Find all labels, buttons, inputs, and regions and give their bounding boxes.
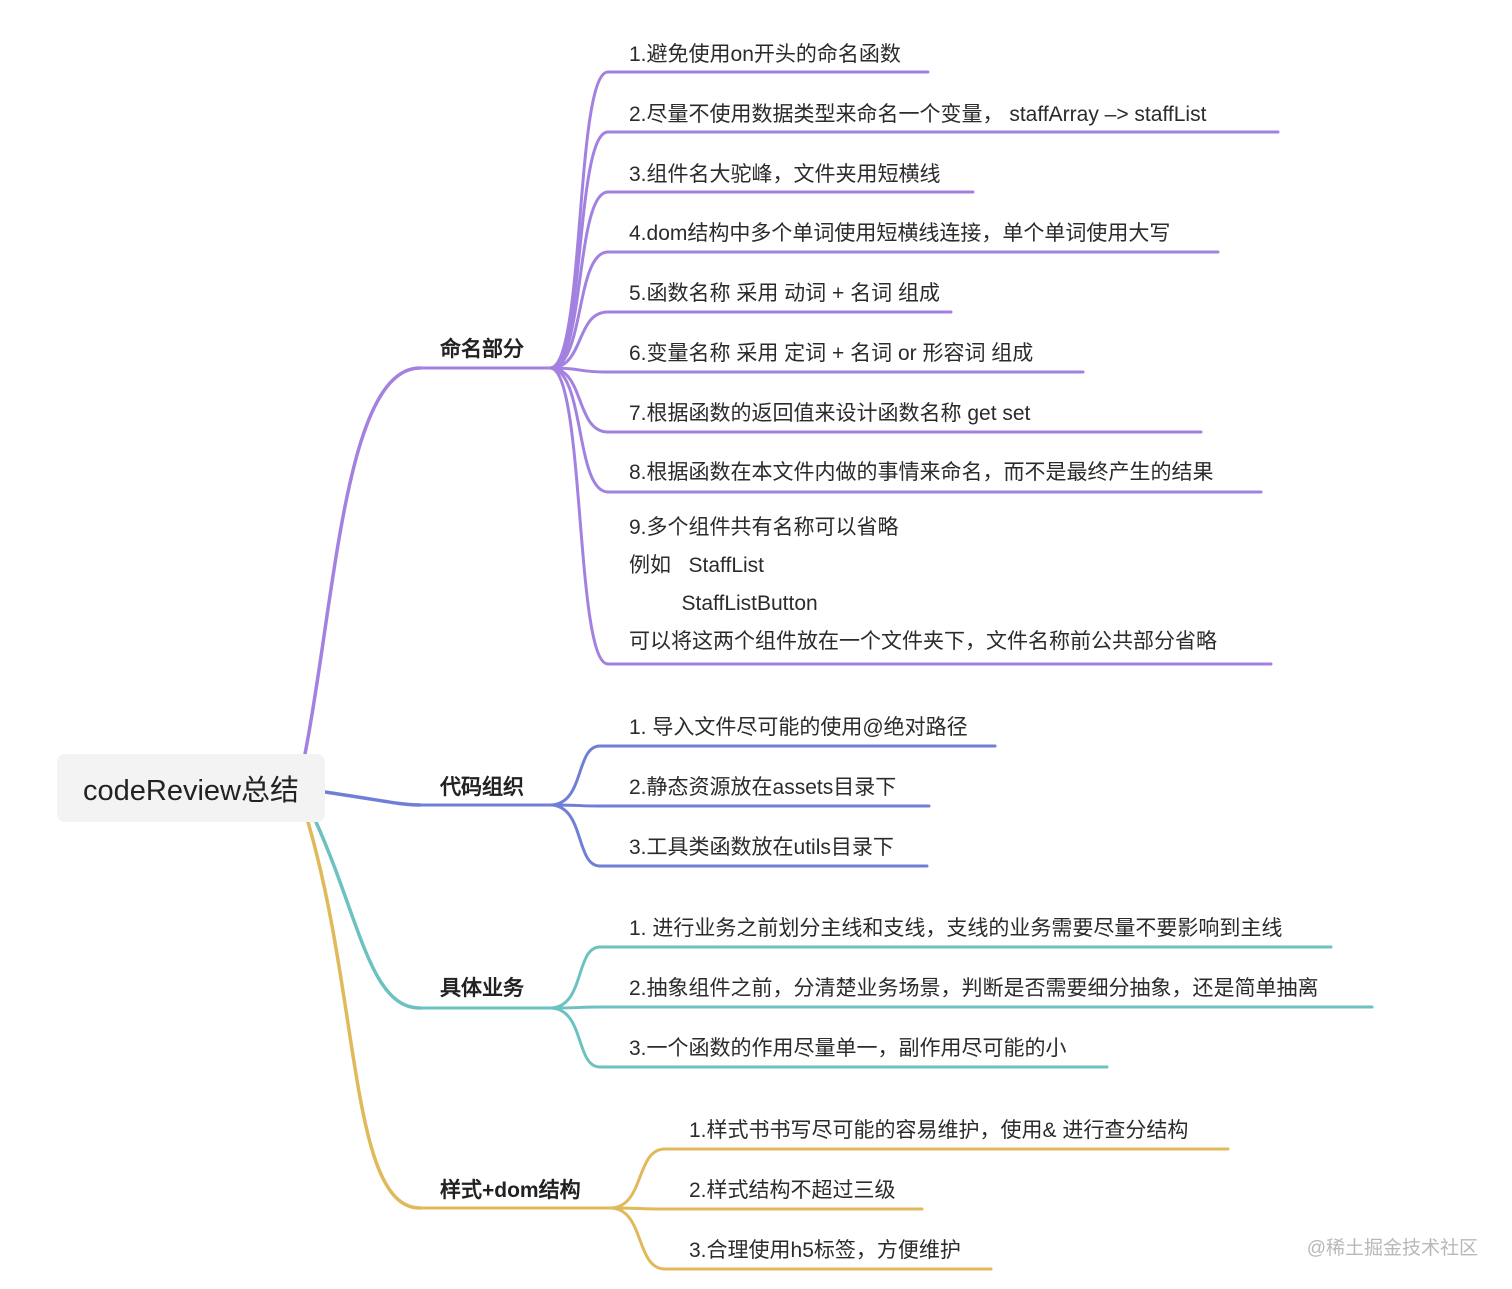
connector-root-business: [314, 820, 422, 1010]
leaf-naming-3[interactable]: 3.组件名大驼峰，文件夹用短横线: [629, 163, 941, 186]
connector-code-org-1: [548, 744, 602, 807]
leaf-code-org-2[interactable]: 2.静态资源放在assets目录下: [629, 776, 897, 799]
leaf-naming-1[interactable]: 1.避免使用on开头的命名函数: [629, 43, 901, 66]
watermark: @稀土掘金技术社区: [1306, 1238, 1478, 1259]
connector-style-dom-1: [608, 1147, 667, 1210]
leaf-business-3[interactable]: 3.一个函数的作用尽量单一，副作用尽可能的小: [629, 1037, 1067, 1060]
leaf-naming-5[interactable]: 5.函数名称 采用 动词 + 名词 组成: [629, 282, 940, 305]
leaf-naming-4[interactable]: 4.dom结构中多个单词使用短横线连接，单个单词使用大写: [629, 222, 1171, 245]
leaf-naming-9[interactable]: 9.多个组件共有名称可以省略 例如 StaffList StaffListBut…: [629, 509, 1217, 661]
connector-naming-2: [548, 130, 610, 370]
leaf-naming-7[interactable]: 7.根据函数的返回值来设计函数名称 get set: [629, 402, 1031, 425]
leaf-code-org-1[interactable]: 1. 导入文件尽可能的使用@绝对路径: [629, 716, 968, 739]
connector-naming-3: [548, 190, 610, 370]
leaf-naming-2[interactable]: 2.尽量不使用数据类型来命名一个变量， staffArray –> staffL…: [629, 103, 1207, 126]
connector-naming-8: [548, 366, 610, 494]
branch-code-org-label[interactable]: 代码组织: [440, 776, 524, 799]
leaf-naming-9-line-2: 例如 StaffList: [629, 554, 764, 577]
root-node-label: codeReview总结: [83, 775, 299, 807]
branch-style-dom-label[interactable]: 样式+dom结构: [440, 1179, 581, 1202]
leaf-naming-9-line-4: 可以将这两个组件放在一个文件夹下，文件名称前公共部分省略: [629, 630, 1217, 653]
connector-business-3: [548, 1006, 602, 1069]
root-node[interactable]: codeReview总结: [57, 754, 325, 822]
leaf-style-dom-1[interactable]: 1.样式书书写尽可能的容易维护，使用& 进行查分结构: [689, 1119, 1189, 1142]
connector-root-naming: [303, 366, 422, 756]
branch-business-label[interactable]: 具体业务: [440, 977, 524, 1000]
leaf-naming-8[interactable]: 8.根据函数在本文件内做的事情来命名，而不是最终产生的结果: [629, 461, 1214, 484]
connector-naming-5: [548, 310, 610, 370]
leaf-naming-9-line-1: 9.多个组件共有名称可以省略: [629, 516, 899, 539]
leaf-business-1[interactable]: 1. 进行业务之前划分主线和支线，支线的业务需要尽量不要影响到主线: [629, 917, 1283, 940]
leaf-style-dom-3[interactable]: 3.合理使用h5标签，方便维护: [689, 1239, 961, 1262]
leaf-style-dom-2[interactable]: 2.样式结构不超过三级: [689, 1179, 896, 1202]
connector-naming-1: [548, 70, 610, 370]
connector-naming-9: [548, 366, 610, 666]
connector-root-style-dom: [306, 820, 422, 1210]
connector-root-code-org: [323, 790, 422, 807]
leaf-business-2[interactable]: 2.抽象组件之前，分清楚业务场景，判断是否需要细分抽象，还是简单抽离: [629, 977, 1319, 1000]
leaf-code-org-3[interactable]: 3.工具类函数放在utils目录下: [629, 836, 894, 859]
connector-naming-4: [548, 250, 610, 370]
leaf-naming-9-line-3: StaffListButton: [629, 592, 818, 615]
branch-naming-label[interactable]: 命名部分: [440, 338, 524, 361]
connector-code-org-3: [548, 803, 602, 868]
connector-style-dom-3: [608, 1206, 667, 1271]
leaf-naming-6[interactable]: 6.变量名称 采用 定词 + 名词 or 形容词 组成: [629, 342, 1034, 365]
connector-business-1: [548, 945, 602, 1010]
